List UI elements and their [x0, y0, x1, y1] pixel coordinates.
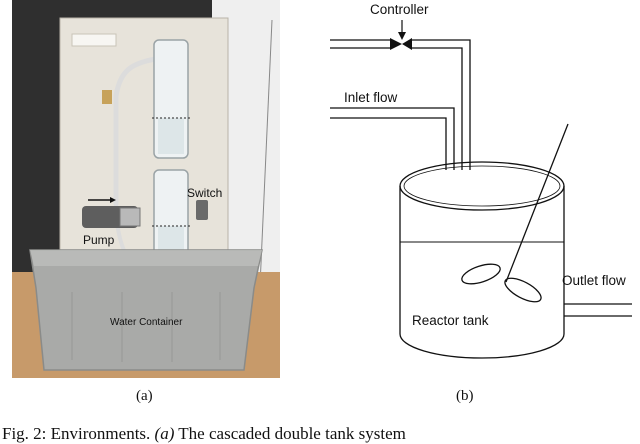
reactor-tank-diagram: Controller Inlet flow Outlet flow Reacto… [318, 0, 640, 378]
tank-top [399, 161, 565, 211]
hose [113, 55, 163, 205]
label-pump: Pump [83, 233, 115, 247]
label-controller: Controller [370, 2, 429, 17]
label-outlet-flow: Outlet flow [562, 273, 626, 288]
diagram-svg: Controller Inlet flow Outlet flow Reacto… [330, 2, 632, 359]
upper-tank-water [158, 118, 184, 154]
caption-rest: The cascaded double tank system [174, 424, 406, 443]
figure-caption: Fig. 2: Environments. (a) The cascaded d… [2, 424, 406, 444]
controller-arrow-icon [398, 32, 406, 40]
caption-italic: (a) [154, 424, 175, 443]
caption-prefix: Fig. 2: Environments. [2, 424, 155, 443]
label-water-container: Water Container [110, 317, 183, 328]
photo-double-tank-system: Pump Switch Water Container [12, 0, 280, 378]
subcaption-a: (a) [136, 388, 153, 404]
water-container [29, 249, 263, 371]
subcaption-b: (b) [456, 388, 474, 404]
fitting [102, 90, 112, 104]
photo-illustration: Pump Switch Water Container [12, 0, 280, 378]
valve-icon [390, 38, 402, 50]
label-switch: Switch [187, 186, 222, 200]
inlet-pipe [330, 107, 455, 170]
board-sticker [71, 33, 117, 47]
tank-body [399, 186, 565, 359]
label-inlet-flow: Inlet flow [344, 90, 398, 105]
stirrer-blade [461, 263, 501, 285]
switch-valve [196, 200, 208, 220]
label-reactor-tank: Reactor tank [412, 313, 489, 328]
stirrer-shaft [505, 123, 569, 283]
